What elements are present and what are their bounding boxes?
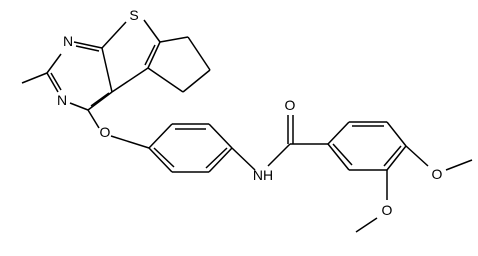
atom-label-s: S: [129, 7, 138, 23]
dimethoxyphenyl-ring: [327, 121, 407, 171]
methoxy-para: [405, 145, 473, 171]
atom-label-o-methoxy-para: O: [432, 166, 443, 182]
cyclopentane-ring: [147, 36, 211, 93]
phenylene-ring: [148, 123, 233, 173]
atom-label-n-bottom: N: [57, 92, 67, 108]
atom-label-nh: NH: [253, 167, 273, 183]
pyrimidine-ring: [46, 41, 113, 111]
atom-label-o-carbonyl: O: [285, 97, 296, 113]
ether-linkage: [87, 109, 150, 149]
methoxy-meta: [355, 170, 388, 233]
methyl-bond: [21, 72, 48, 84]
atom-label-n-top: N: [63, 33, 73, 49]
atom-label-o-methoxy-meta: O: [382, 202, 393, 218]
amide-group: [231, 115, 328, 171]
thiophene-ring: [101, 19, 161, 93]
atom-label-o-ether: O: [100, 124, 111, 140]
